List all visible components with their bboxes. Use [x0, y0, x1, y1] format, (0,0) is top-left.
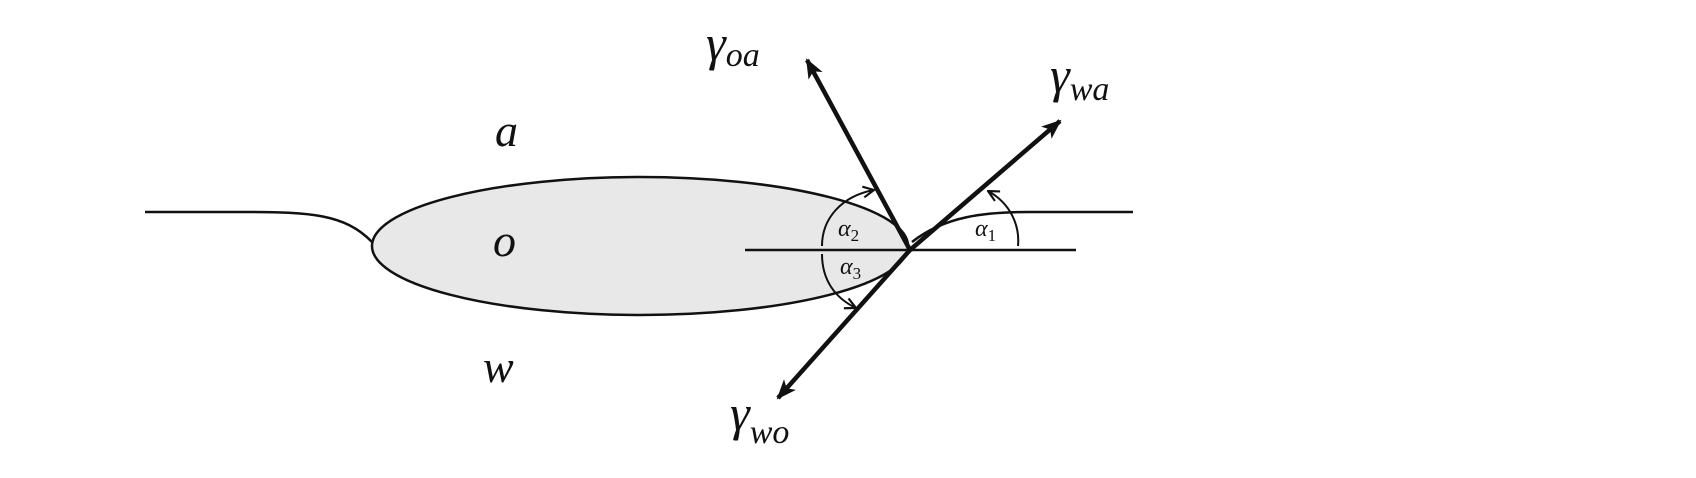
phase-label-water: w [483, 341, 514, 392]
water-surface-left [145, 210, 373, 243]
angle-label-alpha2: α2 [838, 216, 859, 245]
angle-arc-alpha2 [821, 190, 874, 247]
tension-label-water-oil: γwo [730, 385, 789, 451]
oil-lens [370, 175, 910, 317]
water-surface-right [911, 210, 1133, 243]
vector-oil-air [805, 58, 912, 252]
vector-water-air [908, 119, 1062, 252]
tension-label-oil-air: γoa [706, 15, 760, 74]
angle-arc-alpha3 [821, 253, 856, 308]
vector-water-oil [776, 248, 912, 400]
phase-label-oil: o [493, 215, 516, 266]
tension-label-water-air: γwa [1050, 47, 1109, 108]
angle-arc-alpha1 [988, 191, 1020, 247]
angle-label-alpha3: α3 [840, 254, 861, 283]
angle-label-alpha1: α1 [975, 216, 996, 245]
phase-label-air: a [495, 105, 518, 156]
